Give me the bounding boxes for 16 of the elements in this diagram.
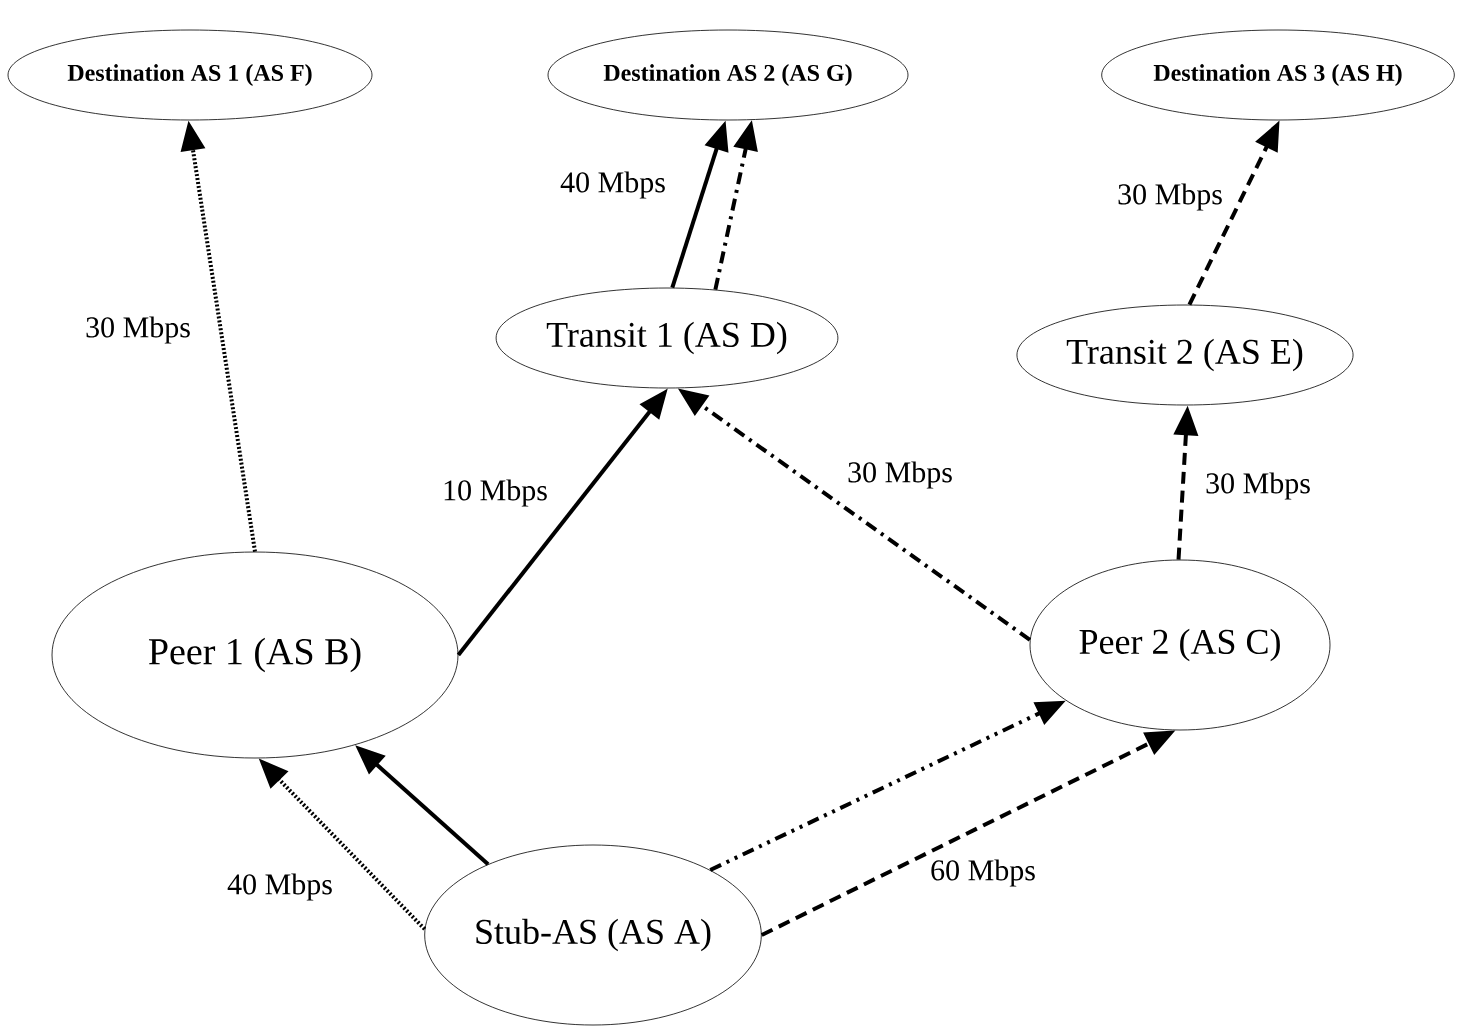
ellipse-node: Destination AS 3 (AS H)	[1101, 29, 1455, 121]
edge-label: 30 Mbps	[86, 316, 190, 344]
ellipse-node: Transit 2 (AS E)	[1016, 304, 1354, 406]
ellipse-node: Destination AS 1 (AS F)	[7, 29, 373, 121]
ellipse-node: Transit 1 (AS D)	[495, 287, 839, 389]
ellipse-node: Peer 2 (AS C)	[1029, 559, 1331, 731]
edge-label: 40 Mbps	[560, 171, 665, 199]
ellipse-node: Destination AS 2 (AS G)	[547, 29, 909, 121]
edge-label: 60 Mbps	[931, 859, 1035, 887]
edge-label: 30 Mbps	[1206, 472, 1310, 500]
edge-label: 30 Mbps	[848, 461, 952, 489]
ellipse-node: Peer 1 (AS B)	[51, 551, 459, 759]
edge-label: 30 Mbps	[1118, 183, 1222, 211]
ellipse-node: Stub-AS (AS A)	[424, 844, 762, 1026]
edge-label: 40 Mbps	[227, 873, 332, 901]
edge-label: 10 Mbps	[444, 479, 547, 507]
